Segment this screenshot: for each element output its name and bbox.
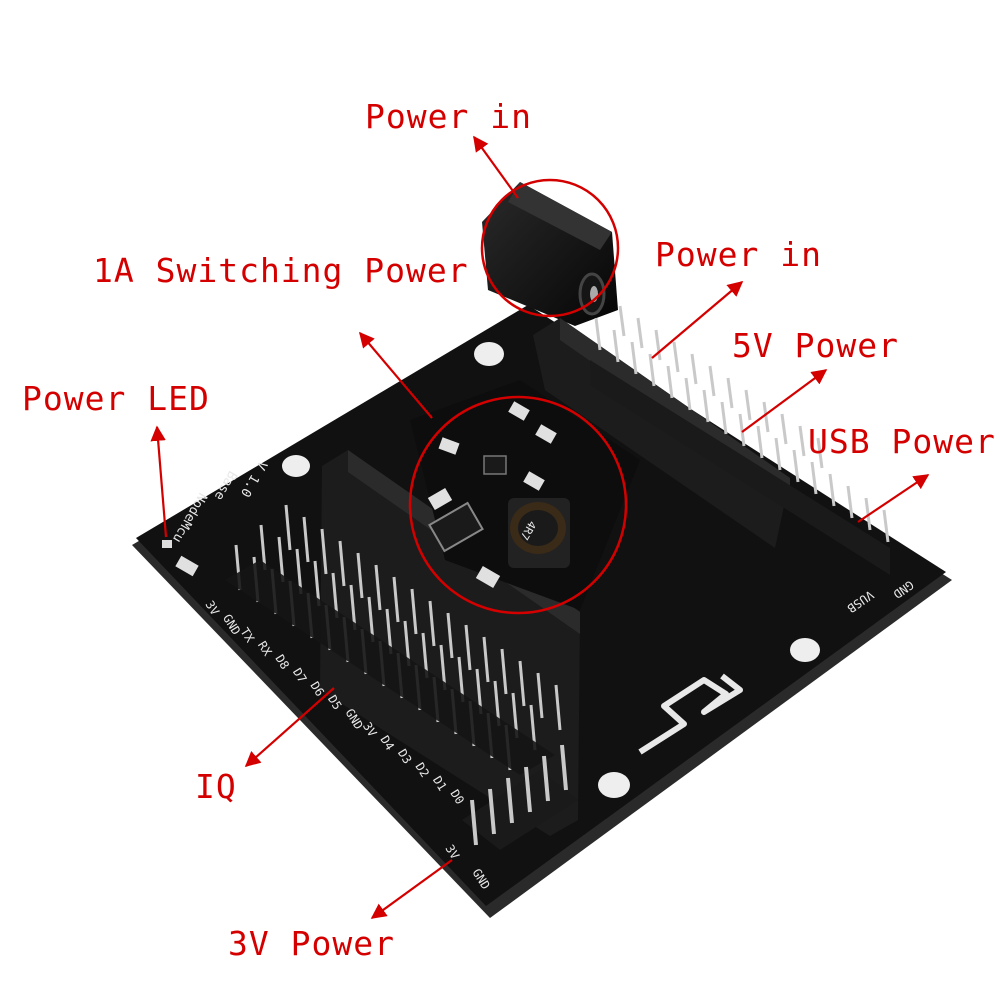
left-pin-base [225, 560, 555, 775]
smd-component [535, 424, 557, 444]
power-in-highlight-circle [480, 178, 620, 318]
mounting-hole [474, 342, 504, 366]
power-in-right-label: Power in [655, 235, 822, 274]
pin-label: D4 [377, 733, 397, 753]
arrow-switching-power [359, 331, 433, 419]
usb-power-label: USB Power [808, 422, 996, 461]
right-header-block [590, 360, 890, 575]
power-in-top-label: Power in [365, 97, 532, 136]
mounting-hole [282, 455, 310, 477]
mounting-hole [598, 772, 630, 798]
pin-label: D3 [395, 747, 415, 767]
pin-label: 3V [202, 598, 222, 618]
pin-label: D0 [447, 787, 467, 807]
switching-regulator-area [410, 380, 640, 610]
pin-label: D6 [307, 679, 327, 699]
arrow-5v-power [741, 369, 828, 433]
power-led [162, 540, 172, 548]
smd-component [427, 487, 453, 511]
regulator-ic [483, 455, 507, 475]
dc-power-jack [482, 182, 618, 326]
right-pin-rows [594, 305, 890, 543]
pin-label: D1 [430, 774, 450, 794]
smd-component [475, 565, 501, 589]
pin-label: D5 [325, 693, 345, 713]
inductor [508, 498, 570, 568]
bottom-power-header [462, 744, 578, 850]
switching-power-label: 1A Switching Power [93, 251, 469, 290]
power-led-label: Power LED [22, 379, 210, 418]
pin-label: D8 [272, 652, 292, 672]
pin-label: D7 [290, 666, 310, 686]
antenna-silkscreen [638, 673, 743, 755]
arrow-power-led [150, 425, 168, 538]
pin-label: 3V [360, 720, 380, 740]
switching-power-highlight-circle [408, 395, 628, 615]
arrow-io [244, 687, 335, 768]
led-resistor [175, 555, 199, 577]
silk-bottom-3v: 3V [442, 842, 462, 862]
mounting-hole [790, 638, 820, 662]
smd-component [523, 471, 545, 491]
arrow-usb-power [857, 474, 930, 523]
arrow-3v-power [370, 859, 453, 919]
io-label: IQ [195, 767, 237, 806]
diode [428, 501, 484, 553]
smd-component [438, 437, 460, 455]
smd-component [508, 401, 530, 421]
three-v-power-label: 3V Power [228, 924, 395, 963]
pin-label: D2 [412, 760, 432, 780]
annotation-arrows [150, 135, 930, 919]
arrow-power-in-right [651, 281, 744, 359]
arrow-power-in-top [473, 135, 519, 199]
five-v-power-label: 5V Power [732, 326, 899, 365]
